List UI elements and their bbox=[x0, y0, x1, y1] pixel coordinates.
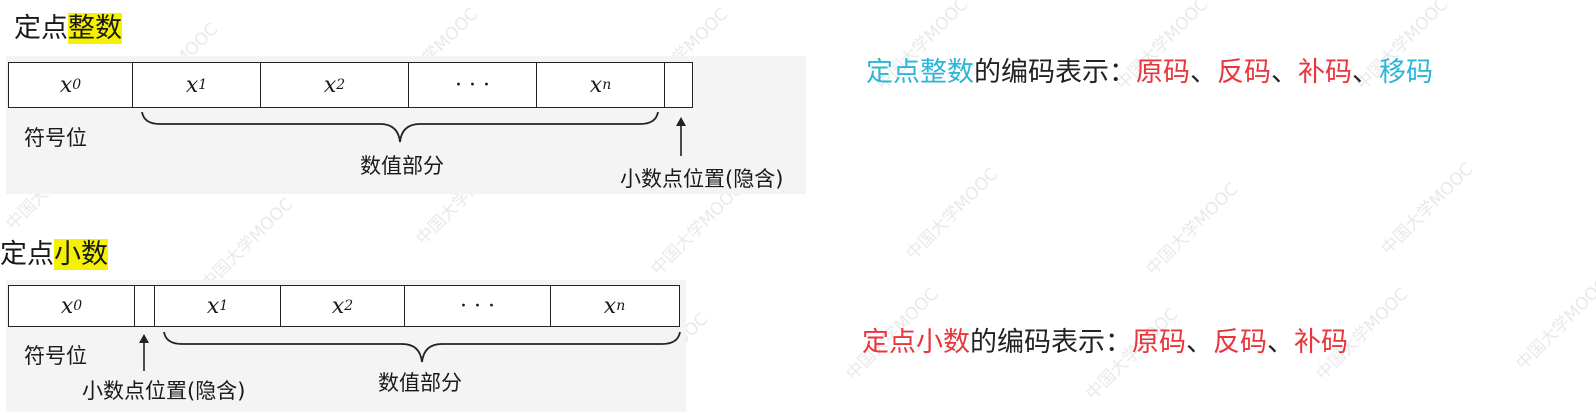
sign-bit-label: 符号位 bbox=[24, 126, 87, 150]
cell-symbol: x bbox=[185, 72, 199, 98]
cell-subscript: 0 bbox=[72, 77, 82, 93]
implied-point-cell bbox=[135, 286, 155, 326]
value-part-label: 数值部分 bbox=[378, 371, 462, 395]
bit-cell-ellipsis: · · · bbox=[409, 63, 537, 107]
implied-point-cell bbox=[665, 63, 691, 107]
cell-symbol: x bbox=[331, 293, 345, 319]
cell-subscript: 2 bbox=[336, 77, 346, 93]
separator: 、 bbox=[1267, 327, 1294, 358]
watermark: 中国大学MOOC bbox=[902, 164, 1003, 265]
code-item: 反码 bbox=[1213, 327, 1267, 358]
cell-subscript: n bbox=[616, 298, 626, 314]
heading-highlight: 整数 bbox=[68, 13, 122, 44]
code-item: 补码 bbox=[1294, 327, 1348, 358]
cell-symbol: x bbox=[60, 293, 74, 319]
code-item: 原码 bbox=[1136, 57, 1190, 88]
cell-symbol: · · · bbox=[455, 72, 490, 98]
code-item: 补码 bbox=[1298, 57, 1352, 88]
cell-symbol: x bbox=[603, 293, 617, 319]
value-part-label: 数值部分 bbox=[360, 154, 444, 178]
cell-subscript: n bbox=[602, 77, 612, 93]
cell-symbol: · · · bbox=[460, 293, 495, 319]
watermark: 中国大学MOOC bbox=[1377, 159, 1478, 260]
watermark: 中国大学MOOC bbox=[1142, 179, 1243, 280]
fraction-encoding-description: 定点小数的编码表示：原码、反码、补码 bbox=[862, 320, 1348, 359]
arrow-up-icon bbox=[139, 334, 149, 371]
separator: 、 bbox=[1190, 57, 1217, 88]
cell-subscript: 2 bbox=[344, 298, 354, 314]
integer-heading: 定点整数 bbox=[14, 12, 122, 46]
desc-text: 的编码表示： bbox=[974, 57, 1136, 88]
code-item: 反码 bbox=[1217, 57, 1271, 88]
cell-subscript: 1 bbox=[198, 77, 208, 93]
arrow-up-icon bbox=[676, 117, 686, 156]
cell-symbol: x bbox=[206, 293, 220, 319]
cell-symbol: x bbox=[59, 72, 73, 98]
heading-prefix: 定点 bbox=[14, 13, 68, 44]
separator: 、 bbox=[1352, 57, 1379, 88]
heading-prefix: 定点 bbox=[0, 239, 54, 270]
cell-symbol: x bbox=[589, 72, 603, 98]
sign-bit-label: 符号位 bbox=[24, 344, 87, 368]
separator: 、 bbox=[1271, 57, 1298, 88]
value-brace bbox=[141, 111, 659, 143]
desc-text: 的编码表示： bbox=[970, 327, 1132, 358]
heading-highlight: 小数 bbox=[54, 239, 108, 270]
separator: 、 bbox=[1186, 327, 1213, 358]
code-item: 原码 bbox=[1132, 327, 1186, 358]
decimal-point-label: 小数点位置(隐含) bbox=[620, 167, 784, 191]
fraction-heading: 定点小数 bbox=[0, 238, 108, 272]
value-brace bbox=[163, 331, 681, 363]
bit-cell-ellipsis: · · · bbox=[405, 286, 551, 326]
watermark: 中国大学MOOC bbox=[1512, 274, 1596, 375]
desc-term: 定点小数 bbox=[862, 327, 970, 358]
desc-term: 定点整数 bbox=[866, 57, 974, 88]
integer-encoding-description: 定点整数的编码表示：原码、反码、补码、移码 bbox=[866, 50, 1433, 89]
cell-symbol: x bbox=[323, 72, 337, 98]
watermark: 中国大学MOOC bbox=[197, 194, 298, 295]
code-item: 移码 bbox=[1379, 57, 1433, 88]
cell-subscript: 0 bbox=[73, 298, 83, 314]
cell-subscript: 1 bbox=[219, 298, 229, 314]
decimal-point-label: 小数点位置(隐含) bbox=[82, 379, 246, 403]
